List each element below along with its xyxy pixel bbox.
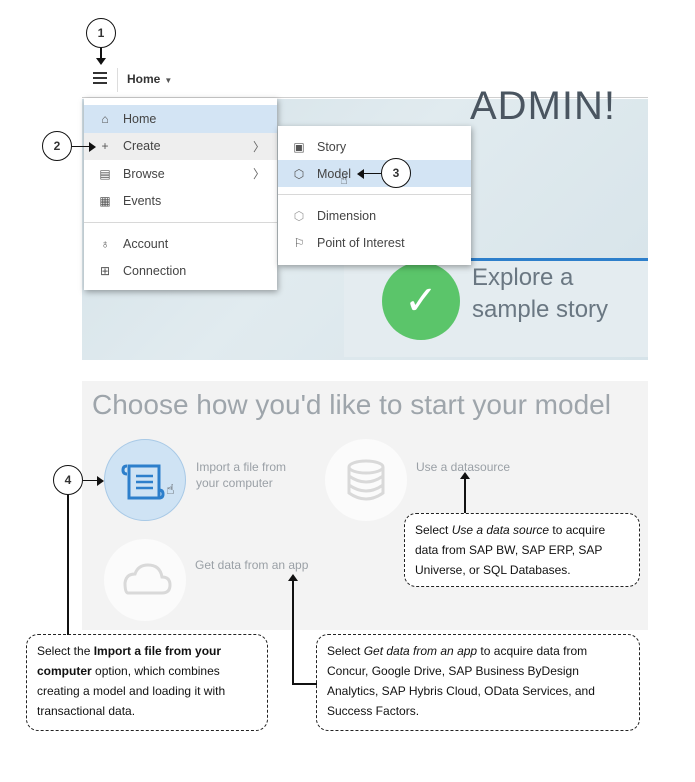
import-file-option[interactable]: ☝ Import a file from your computer bbox=[104, 439, 304, 523]
note-text: Select bbox=[415, 523, 452, 537]
cube-icon: ⬡ bbox=[293, 166, 305, 181]
home-breadcrumb[interactable]: Home▼ bbox=[127, 72, 172, 86]
account-icon: ♁ bbox=[100, 236, 110, 251]
arrowhead bbox=[357, 168, 364, 179]
callout-marker-1: 1 bbox=[86, 18, 116, 48]
callout-line bbox=[464, 478, 466, 513]
import-note: Select the Import a file from your compu… bbox=[26, 634, 268, 731]
import-circle bbox=[104, 439, 186, 521]
menu-item-account[interactable]: ♁ Account bbox=[84, 230, 277, 258]
story-icon: ▣ bbox=[293, 139, 305, 154]
arrowhead bbox=[460, 472, 470, 479]
menu-item-label: Home bbox=[123, 111, 157, 126]
calendar-icon: ▦ bbox=[99, 194, 111, 209]
note-text: to acquire data from Concur, Google Driv… bbox=[327, 644, 595, 718]
submenu-item-dimension[interactable]: ⬡ Dimension bbox=[278, 202, 471, 229]
datasource-circle bbox=[325, 439, 407, 521]
menu-item-label: Connection bbox=[123, 264, 187, 279]
arrowhead bbox=[97, 475, 104, 486]
arrowhead bbox=[288, 574, 298, 581]
create-submenu: ▣ Story ⬡ Model ☝ ⬡ Dimension ⚐ Point of… bbox=[278, 126, 471, 265]
cloud-icon bbox=[123, 563, 172, 595]
menu-item-label: Create bbox=[123, 139, 161, 154]
app-option-label: Get data from an app bbox=[195, 558, 309, 572]
menu-item-create[interactable]: + Create 〉 bbox=[84, 132, 277, 160]
menu-item-events[interactable]: ▦ Events bbox=[84, 188, 277, 216]
note-text: Select the bbox=[37, 644, 94, 658]
submenu-item-story[interactable]: ▣ Story bbox=[278, 133, 471, 160]
menu-item-browse[interactable]: ▤ Browse 〉 bbox=[84, 160, 277, 188]
callout-line bbox=[72, 145, 90, 147]
menu-item-home[interactable]: ⌂ Home bbox=[84, 105, 277, 133]
app-circle bbox=[104, 539, 186, 621]
accent-band bbox=[344, 258, 648, 261]
main-menu: ⌂ Home + Create 〉 ▤ Browse 〉 ▦ Events ♁ … bbox=[84, 98, 277, 290]
datasource-option-label: Use a datasource bbox=[416, 460, 511, 474]
home-icon: ⌂ bbox=[101, 111, 109, 126]
hamburger-menu-icon[interactable] bbox=[93, 72, 107, 84]
callout-marker-3: 3 bbox=[381, 158, 411, 188]
hand-cursor-icon: ☝ bbox=[340, 172, 348, 187]
flag-icon: ⚐ bbox=[293, 235, 305, 250]
note-emphasis: Use a data source bbox=[451, 523, 550, 537]
submenu-item-label: Point of Interest bbox=[317, 235, 405, 250]
callout-line bbox=[364, 172, 381, 174]
breadcrumb-label: Home bbox=[127, 72, 161, 86]
plus-icon: + bbox=[101, 139, 109, 154]
top-bar: Home▼ bbox=[82, 60, 648, 98]
callout-line bbox=[67, 495, 69, 635]
app-note: Select Get data from an app to acquire d… bbox=[316, 634, 640, 731]
note-emphasis: Get data from an app bbox=[363, 644, 478, 658]
menu-item-connection[interactable]: ⊞ Connection bbox=[84, 258, 277, 286]
callout-line bbox=[83, 479, 98, 481]
caret-down-icon: ▼ bbox=[164, 76, 173, 85]
callout-line bbox=[292, 683, 317, 685]
menu-item-label: Account bbox=[123, 236, 169, 251]
scroll-document-icon bbox=[121, 464, 165, 500]
submenu-divider bbox=[278, 194, 471, 195]
menu-divider bbox=[84, 222, 277, 223]
chevron-right-icon: 〉 bbox=[252, 167, 265, 182]
database-icon bbox=[347, 459, 385, 501]
submenu-item-label: Model bbox=[317, 166, 352, 181]
dimension-icon: ⬡ bbox=[293, 208, 305, 223]
explore-line-2: sample story bbox=[472, 296, 609, 323]
arrowhead bbox=[96, 58, 106, 65]
welcome-heading: ADMIN! bbox=[470, 84, 616, 128]
topbar-divider bbox=[117, 68, 118, 92]
callout-marker-2: 2 bbox=[42, 131, 72, 161]
note-text: Select bbox=[327, 644, 364, 658]
app-data-option[interactable]: Get data from an app bbox=[104, 539, 324, 623]
explore-sample-story-link[interactable]: Explore a sample story bbox=[472, 262, 608, 326]
model-page-title: Choose how you'd like to start your mode… bbox=[92, 389, 611, 420]
note-text: option, which combines creating a model … bbox=[37, 664, 226, 718]
callout-marker-4: 4 bbox=[53, 465, 83, 495]
connection-icon: ⊞ bbox=[99, 264, 111, 279]
import-label-line-1: Import a file from bbox=[196, 460, 287, 474]
menu-item-label: Browse bbox=[123, 166, 165, 181]
submenu-item-point-of-interest[interactable]: ⚐ Point of Interest bbox=[278, 229, 471, 256]
checkmark-icon[interactable]: ✓ bbox=[382, 262, 460, 340]
import-label-line-2: your computer bbox=[196, 476, 273, 490]
explore-line-1: Explore a bbox=[472, 264, 574, 291]
callout-line bbox=[292, 580, 294, 684]
note-text: to acquire data from SAP BW, SAP ERP, SA… bbox=[415, 523, 606, 577]
submenu-item-label: Dimension bbox=[317, 208, 377, 223]
browse-icon: ▤ bbox=[99, 166, 111, 181]
callout-line bbox=[100, 48, 102, 59]
submenu-item-label: Story bbox=[317, 139, 347, 154]
model-start-page: Choose how you'd like to start your mode… bbox=[82, 381, 648, 630]
chevron-right-icon: 〉 bbox=[252, 139, 265, 154]
datasource-option[interactable]: Use a datasource bbox=[325, 439, 525, 523]
hand-cursor-icon: ☝ bbox=[166, 481, 175, 497]
note-strong: Import a file from your computer bbox=[37, 644, 222, 678]
datasource-note: Select Use a data source to acquire data… bbox=[404, 513, 640, 587]
import-option-label: Import a file from your computer bbox=[196, 459, 286, 491]
arrowhead bbox=[89, 141, 96, 152]
menu-item-label: Events bbox=[123, 194, 162, 209]
